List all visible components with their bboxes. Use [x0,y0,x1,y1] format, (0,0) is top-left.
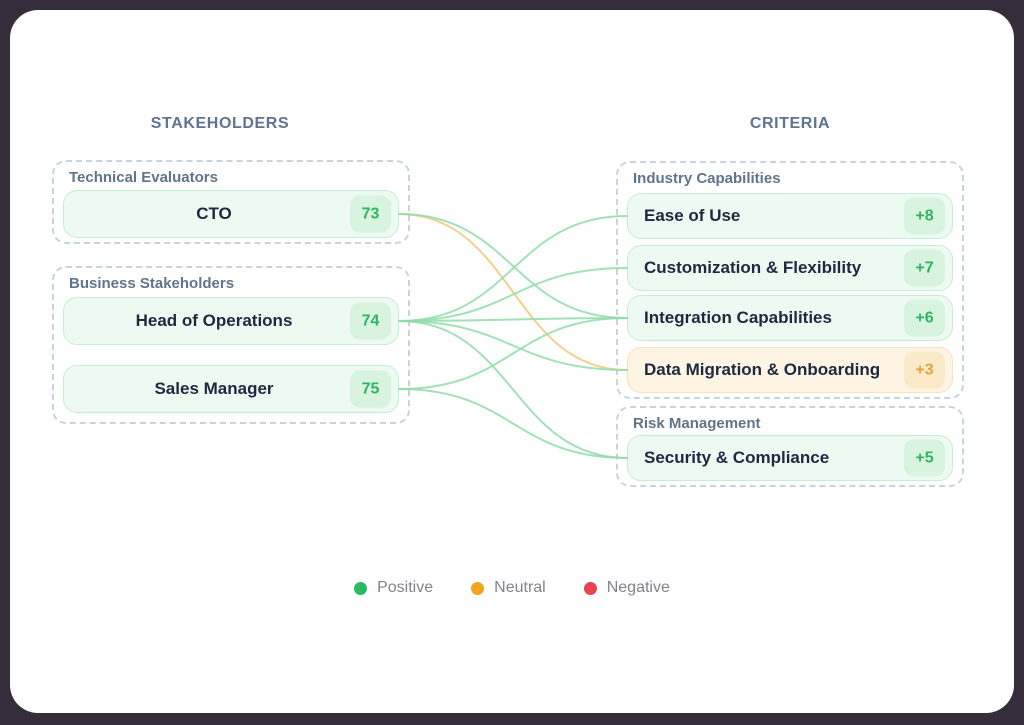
connection-headops-datamig [398,320,628,371]
connection-cto-datamig [398,213,628,371]
score-badge: +7 [904,249,945,287]
criterion-label: Integration Capabilities [644,308,832,327]
group-title: Risk Management [633,415,761,432]
stakeholder-label: Head of Operations [135,311,293,330]
stakeholders-column-header: STAKEHOLDERS [150,115,290,132]
score-badge: 75 [350,370,391,408]
stakeholder-card-head-of-operations[interactable]: Head of Operations 74 [63,297,399,345]
legend: Positive Neutral Negative [10,579,1014,597]
group-risk-management: Risk Management Security & Compliance +5 [616,406,964,487]
score-badge: 74 [350,302,391,340]
criterion-label: Data Migration & Onboarding [644,360,881,379]
group-title: Business Stakeholders [69,275,235,292]
negative-dot-icon [583,581,597,595]
connection-headops-custom [398,267,628,322]
criterion-card-security-compliance[interactable]: Security & Compliance +5 [627,435,953,481]
group-title: Industry Capabilities [633,170,781,187]
score-badge: 73 [350,195,391,233]
stakeholder-card-cto[interactable]: CTO 73 [63,190,399,238]
connection-headops-ease [398,215,628,322]
score-badge: +8 [904,197,945,235]
legend-label: Neutral [494,579,546,596]
panel: STAKEHOLDERS CRITERIA Technical Evaluato… [10,10,1014,713]
score-badge: +3 [904,351,945,389]
stakeholder-label: CTO [196,204,232,223]
connection-headops-security [398,320,628,459]
criterion-card-integration-capabilities[interactable]: Integration Capabilities +6 [627,295,953,341]
stakeholder-label: Sales Manager [154,379,274,398]
connection-headops-integ [398,317,628,322]
group-title: Technical Evaluators [69,169,218,186]
connection-cto-integ [398,213,628,319]
criterion-label: Security & Compliance [644,448,830,467]
neutral-dot-icon [471,581,485,595]
legend-item-positive: Positive [354,579,433,597]
criterion-card-data-migration-onboarding[interactable]: Data Migration & Onboarding +3 [627,347,953,393]
stakeholder-card-sales-manager[interactable]: Sales Manager 75 [63,365,399,413]
group-business-stakeholders: Business Stakeholders Head of Operations… [52,266,410,424]
legend-label: Negative [606,579,670,596]
criterion-label: Customization & Flexibility [644,258,862,277]
group-technical-evaluators: Technical Evaluators CTO 73 [52,160,410,244]
positive-dot-icon [354,581,368,595]
criterion-label: Ease of Use [644,206,741,225]
legend-item-negative: Negative [583,579,670,597]
criterion-card-ease-of-use[interactable]: Ease of Use +8 [627,193,953,239]
score-badge: +6 [904,299,945,337]
group-industry-capabilities: Industry Capabilities Ease of Use +8 Cus… [616,161,964,399]
connection-sales-integ [398,317,628,390]
score-badge: +5 [904,439,945,477]
criterion-card-customization-flexibility[interactable]: Customization & Flexibility +7 [627,245,953,291]
connection-sales-security [398,388,628,459]
legend-label: Positive [377,579,434,596]
legend-item-neutral: Neutral [471,579,546,597]
criteria-column-header: CRITERIA [749,115,831,132]
